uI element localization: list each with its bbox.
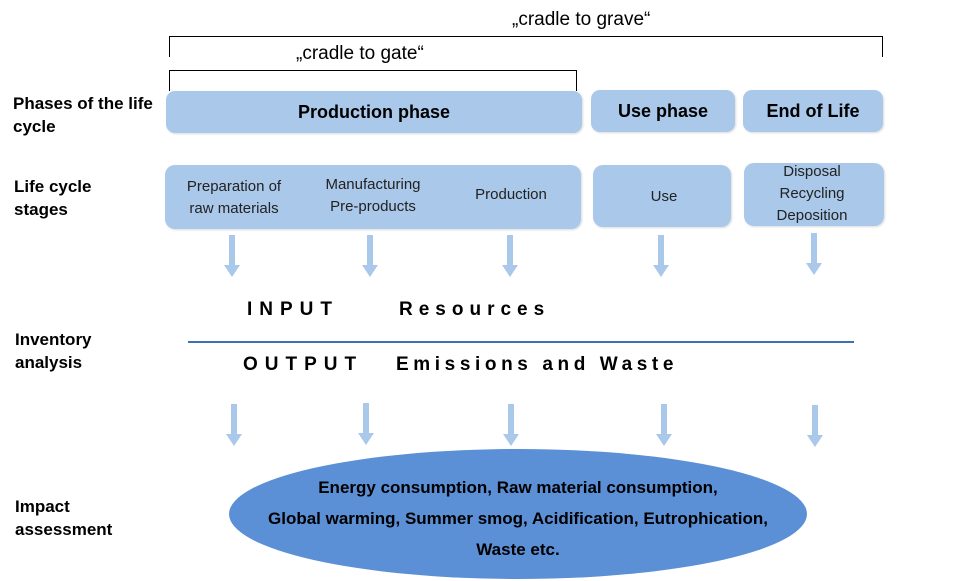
cradle-to-grave-label: „cradle to grave“ bbox=[512, 9, 651, 30]
cradle-to-gate-bracket bbox=[169, 70, 577, 91]
down-arrow-icon bbox=[656, 404, 672, 446]
stage-use: Use bbox=[650, 188, 678, 205]
input-resources: Resources bbox=[399, 299, 551, 320]
stage-production: Production bbox=[475, 186, 547, 203]
impact-text: Energy consumption, Raw material consump… bbox=[229, 472, 807, 565]
down-arrow-icon bbox=[503, 404, 519, 446]
impact-line-3: Waste etc. bbox=[476, 540, 560, 559]
impact-ellipse bbox=[229, 449, 807, 579]
phase-production: Production phase bbox=[166, 91, 582, 133]
down-arrow-icon bbox=[807, 405, 823, 447]
cradle-to-grave-bracket bbox=[169, 36, 883, 57]
row-label-inventory: Inventory analysis bbox=[15, 330, 92, 372]
row-label-phases: Phases of the life cycle bbox=[13, 94, 153, 136]
phase-end-of-life: End of Life bbox=[743, 90, 883, 132]
phase-use: Use phase bbox=[591, 90, 735, 132]
stage-box-production bbox=[165, 165, 581, 229]
stage-disposal: Disposal Recycling Deposition bbox=[776, 163, 848, 224]
row-label-impact: Impact assessment bbox=[15, 497, 113, 539]
row-label-stages: Life cycle stages bbox=[14, 177, 92, 219]
stage-box-use bbox=[593, 165, 731, 227]
input-label: INPUT bbox=[247, 299, 339, 320]
down-arrow-icon bbox=[224, 235, 240, 277]
down-arrow-icon bbox=[358, 403, 374, 445]
inventory-divider bbox=[188, 341, 854, 343]
output-label: OUTPUT bbox=[243, 354, 364, 375]
down-arrow-icon bbox=[226, 404, 242, 446]
cradle-to-gate-label: „cradle to gate“ bbox=[296, 43, 424, 64]
down-arrow-icon bbox=[806, 233, 822, 275]
impact-line-2: Global warming, Summer smog, Acidificati… bbox=[268, 509, 768, 528]
output-emissions: Emissions and Waste bbox=[396, 354, 679, 375]
down-arrow-icon bbox=[653, 235, 669, 277]
down-arrow-icon bbox=[502, 235, 518, 277]
impact-line-1: Energy consumption, Raw material consump… bbox=[318, 478, 718, 497]
down-arrow-icon bbox=[362, 235, 378, 277]
stage-manufacturing: Manufacturing Pre-products bbox=[325, 176, 421, 215]
stage-raw-materials: Preparation of raw materials bbox=[186, 178, 282, 217]
stage-box-end-of-life bbox=[744, 163, 884, 226]
